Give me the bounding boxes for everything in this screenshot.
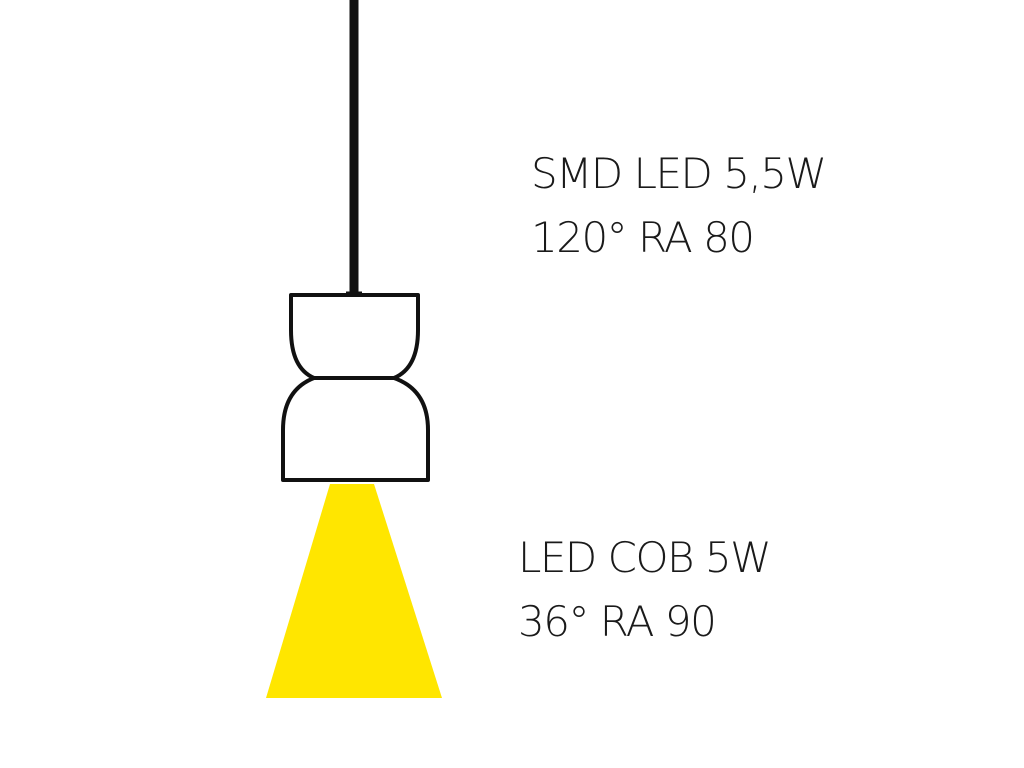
- lower-light-angle-cri: 36° RA 90: [518, 597, 717, 646]
- light-beam: [266, 484, 442, 698]
- upper-light-type: SMD LED 5,5W: [531, 149, 827, 198]
- upper-light-spec: SMD LED 5,5W 120° RA 80: [531, 142, 827, 270]
- lower-shade: [281, 376, 430, 482]
- upper-shade: [289, 293, 420, 380]
- lower-light-spec: LED COB 5W 36° RA 90: [518, 526, 772, 654]
- upper-light-angle-cri: 120° RA 80: [531, 213, 755, 262]
- lower-light-type: LED COB 5W: [518, 533, 772, 582]
